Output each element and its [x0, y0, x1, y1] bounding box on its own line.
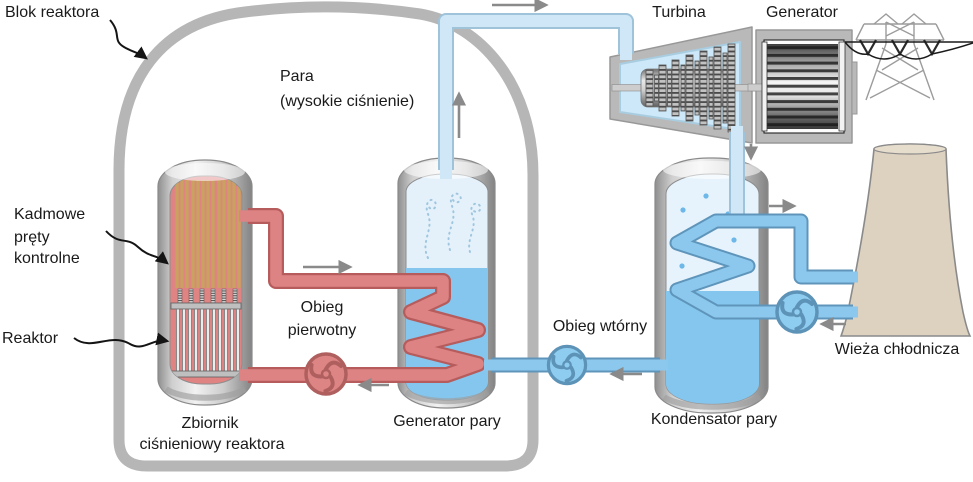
label-steam-line1: Para	[280, 68, 314, 85]
turbine	[609, 26, 765, 144]
fuel-rods	[175, 180, 241, 288]
annotation-arrow-containment	[109, 19, 148, 60]
power-line	[844, 41, 973, 60]
cooling-tower	[839, 143, 972, 337]
containment-building-outline	[113, 1, 539, 472]
label-secondary-loop: Obieg wtórny	[553, 318, 647, 335]
label-control-rods-line2: pręty	[14, 229, 50, 246]
pump-icon	[304, 352, 348, 396]
primary-loop-pipes	[239, 208, 486, 383]
transmission-tower-icon	[844, 13, 973, 101]
label-control-rods-line3: kontrolne	[14, 250, 80, 267]
pump-icon	[775, 290, 819, 334]
label-vessel-line1: Zbiornik	[182, 415, 240, 432]
label-reactor: Reaktor	[2, 330, 59, 347]
flow-arrows	[303, 0, 846, 393]
labels: Blok reaktora Para (wysokie ciśnienie) T…	[2, 4, 959, 453]
steam-bubbles	[424, 192, 482, 259]
label-steam-generator: Generator pary	[393, 413, 501, 430]
label-primary-loop-line2: pierwotny	[288, 322, 356, 339]
generator-unit	[747, 29, 858, 144]
label-cooling-tower: Wieża chłodnicza	[835, 341, 960, 358]
annotation-arrows	[73, 19, 170, 348]
label-turbine: Turbina	[652, 4, 706, 21]
annotation-arrow-reactor	[73, 332, 170, 348]
label-condenser: Kondensator pary	[651, 411, 777, 428]
cooling-loop-pipes	[669, 213, 858, 320]
label-steam-line2: (wysokie ciśnienie)	[280, 93, 414, 110]
label-containment: Blok reaktora	[5, 4, 99, 21]
pump-icon	[546, 344, 588, 386]
control-rods	[170, 288, 242, 378]
label-control-rods-line1: Kadmowe	[14, 206, 85, 223]
reactor-pressure-vessel	[157, 159, 253, 406]
reactor-internals	[170, 180, 242, 378]
steam-pipe	[438, 13, 634, 179]
label-generator: Generator	[766, 4, 839, 21]
label-primary-loop-line1: Obieg	[301, 299, 344, 316]
label-vessel-line2: ciśnieniowy reaktora	[140, 436, 285, 453]
turbine-blade-disks	[645, 43, 736, 133]
annotation-arrow-control-rods	[105, 230, 169, 265]
